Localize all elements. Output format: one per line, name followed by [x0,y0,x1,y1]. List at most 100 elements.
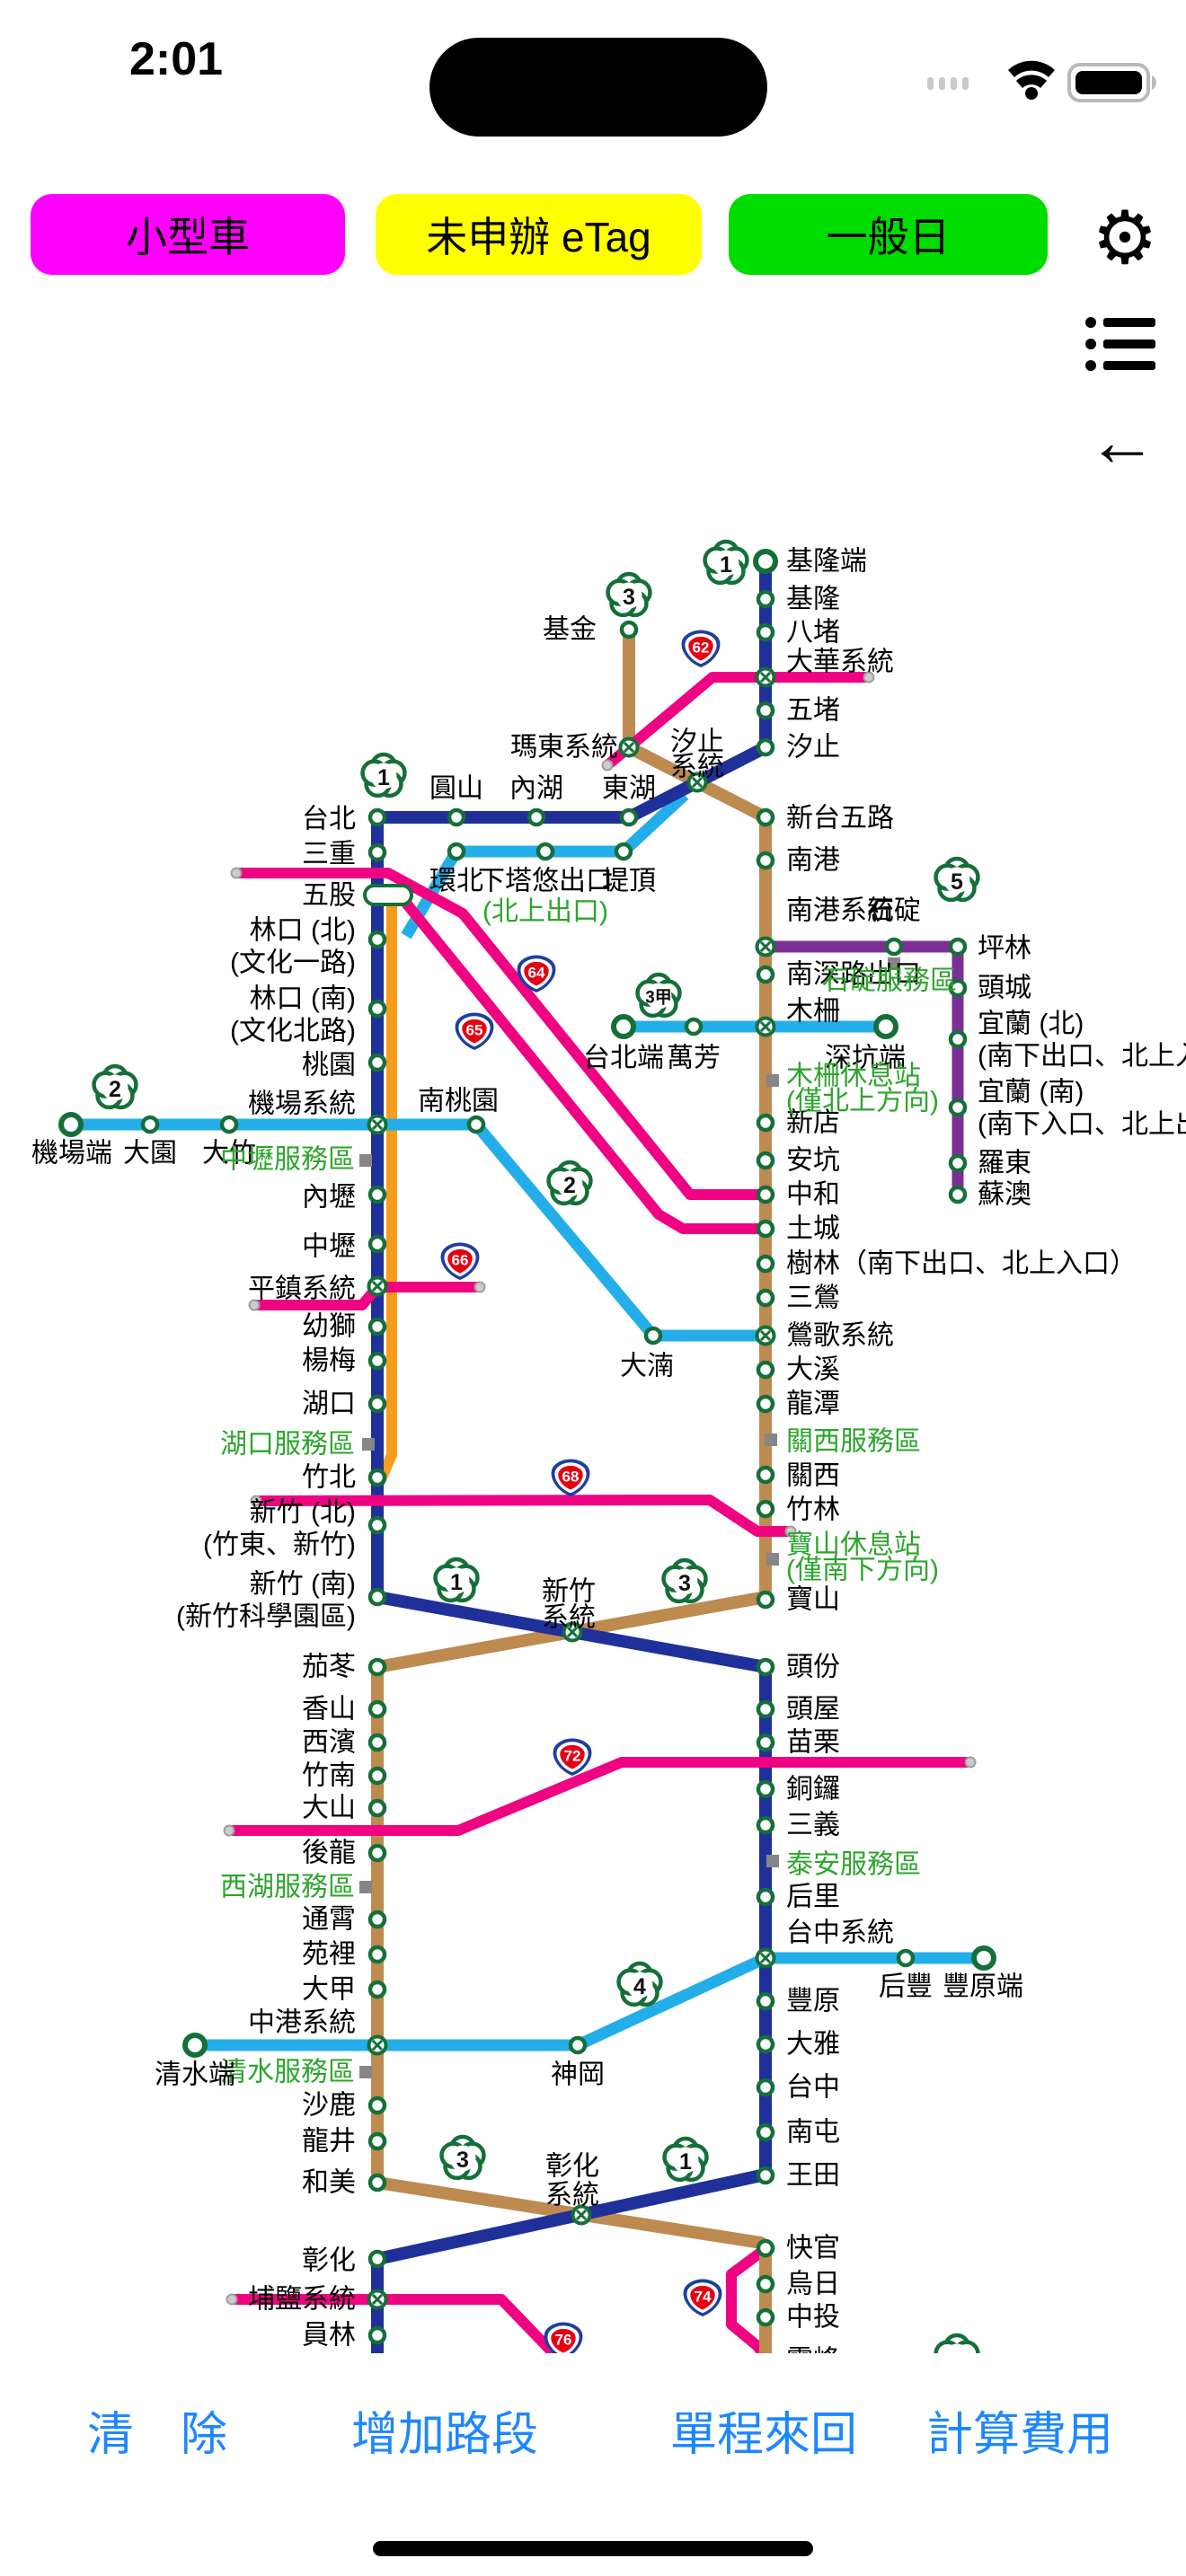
station-寶山[interactable] [756,1590,775,1610]
terminal-station-台北端[interactable] [611,1014,636,1039]
terminal-station-豐原端[interactable] [971,1945,996,1971]
station-龍潭[interactable] [756,1394,775,1414]
station-竹北[interactable] [367,1468,387,1487]
station-石碇[interactable] [884,937,904,957]
junction-station-大華系統[interactable] [755,666,776,688]
station-萬芳[interactable] [684,1017,704,1037]
station-苗栗[interactable] [756,1733,775,1752]
station-五股[interactable] [363,884,413,906]
etag-status-button[interactable]: 未申辦 eTag [376,194,702,275]
station-沙鹿[interactable] [367,2095,387,2115]
junction-station-木柵[interactable] [755,1016,776,1037]
station-和美[interactable] [367,2173,387,2192]
station-彰化[interactable] [367,2249,387,2269]
station-三義[interactable] [756,1815,775,1835]
station-樹林[interactable] [756,1254,775,1274]
station-林口(北)[interactable] [367,930,387,949]
station-南屯[interactable] [756,2122,775,2142]
station-台北[interactable] [367,807,387,827]
station-竹南[interactable] [367,1766,387,1786]
list-icon[interactable] [1084,314,1159,374]
vehicle-type-button[interactable]: 小型車 [31,194,345,275]
station-香山[interactable] [367,1699,387,1719]
junction-station-南港系統[interactable] [755,936,776,957]
station-環北[interactable] [447,842,466,861]
station-烏日[interactable] [756,2274,775,2294]
station-竹林[interactable] [756,1499,775,1519]
station-宜蘭(南)[interactable] [948,1098,968,1117]
station-中壢[interactable] [367,1234,387,1254]
station-頭屋[interactable] [756,1699,775,1719]
junction-station-中港系統[interactable] [367,2034,388,2056]
terminal-station-深坑端[interactable] [873,1014,898,1039]
station-南深路出口[interactable] [756,965,775,984]
station-苑裡[interactable] [367,1945,387,1964]
junction-station-機場系統[interactable] [367,1114,388,1135]
junction-station-瑪東系統[interactable] [618,737,640,758]
terminal-station-機場端[interactable] [58,1112,84,1137]
station-關西[interactable] [756,1465,775,1485]
station-安坑[interactable] [756,1151,775,1170]
station-八堵[interactable] [756,622,775,642]
calculate-fee-button[interactable]: 計算費用 [926,2409,1114,2461]
station-宜蘭(北)[interactable] [948,1029,968,1049]
station-後龍[interactable] [367,1843,387,1863]
station-汐止[interactable] [756,737,775,757]
station-台中[interactable] [756,2078,775,2097]
station-新竹(北)[interactable] [367,1515,387,1535]
station-桃園[interactable] [367,1053,387,1072]
station-內壢[interactable] [367,1185,387,1204]
station-南桃園[interactable] [466,1115,486,1134]
station-東湖[interactable] [619,807,639,827]
station-蘇澳[interactable] [948,1185,968,1204]
station-龍井[interactable] [367,2131,387,2151]
station-新竹(南)[interactable] [367,1587,387,1607]
terminal-station-清水端[interactable] [182,2033,208,2058]
station-大山[interactable] [367,1798,387,1818]
add-section-button[interactable]: 增加路段 [351,2409,539,2461]
trip-type-button[interactable]: 單程來回 [670,2409,858,2461]
station-中和[interactable] [756,1185,775,1204]
station-新店[interactable] [756,1113,775,1133]
station-基隆[interactable] [756,589,775,609]
station-銅鑼[interactable] [756,1779,775,1799]
junction-station-台中系統[interactable] [755,1947,776,1969]
station-通霄[interactable] [367,1910,387,1929]
station-大溪[interactable] [756,1360,775,1380]
back-arrow-icon[interactable]: ← [1087,401,1157,481]
station-快官[interactable] [756,2238,775,2258]
station-大甲[interactable] [367,1980,387,1999]
junction-station-彰化系統[interactable] [571,2204,592,2226]
station-基金[interactable] [619,620,639,640]
station-大雅[interactable] [756,2034,775,2054]
station-下塔悠出口[interactable] [535,842,555,861]
station-大園[interactable] [140,1115,160,1134]
station-土城[interactable] [756,1219,775,1239]
station-后豐[interactable] [896,1948,916,1968]
station-三鶯[interactable] [756,1288,775,1308]
station-茄苳[interactable] [367,1657,387,1677]
station-西濱[interactable] [367,1733,387,1752]
station-神岡[interactable] [568,2035,588,2055]
station-圓山[interactable] [447,807,466,827]
station-林口(南)[interactable] [367,999,387,1019]
junction-station-埔鹽系統[interactable] [367,2289,388,2310]
station-坪林[interactable] [948,937,968,957]
junction-station-平鎮系統[interactable] [367,1275,388,1297]
terminal-station-基隆端[interactable] [753,549,778,574]
station-后里[interactable] [756,1887,775,1907]
station-南港[interactable] [756,851,775,870]
station-中投[interactable] [756,2307,775,2327]
station-大竹[interactable] [219,1115,239,1134]
station-五堵[interactable] [756,701,775,720]
settings-gear-icon[interactable]: ⚙ [1092,198,1158,279]
station-頭城[interactable] [948,978,968,998]
station-王田[interactable] [756,2166,775,2185]
station-楊梅[interactable] [367,1351,387,1371]
junction-station-鶯歌系統[interactable] [755,1325,776,1346]
junction-station-新竹系統[interactable] [562,1621,583,1643]
station-頭份[interactable] [756,1657,775,1677]
station-豐原[interactable] [756,1991,775,2011]
station-員林[interactable] [367,2325,387,2345]
